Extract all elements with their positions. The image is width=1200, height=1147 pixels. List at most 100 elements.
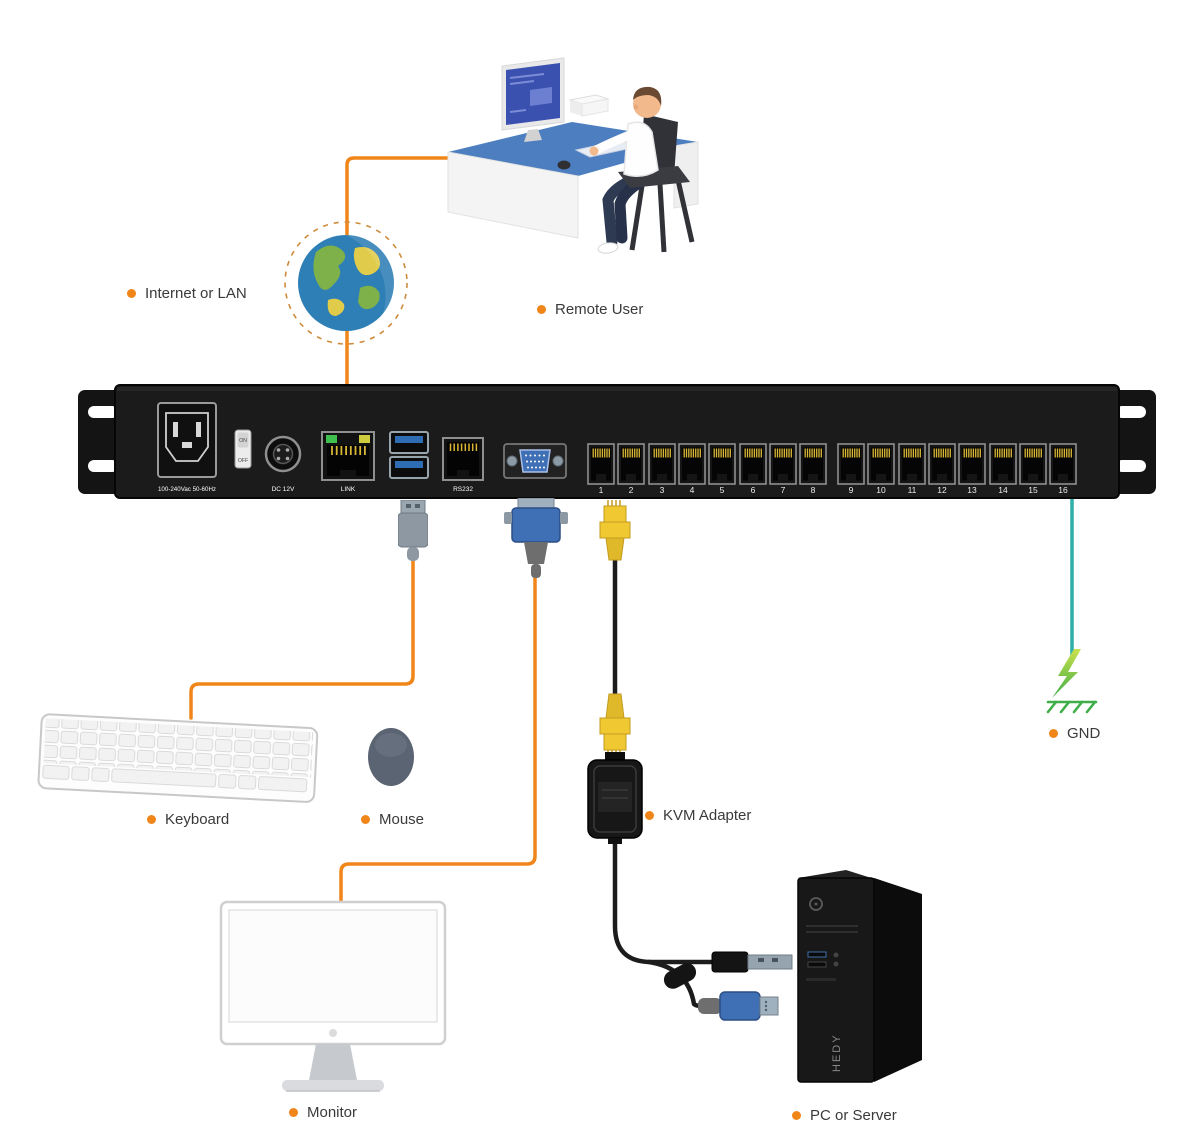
port-number: 12 [937,485,947,495]
bullet-icon [537,305,546,314]
bullet-icon [645,811,654,820]
cable-usb-to-keyboard [189,550,415,720]
rj45-plug-bottom-icon [599,693,631,757]
cable-vga-to-monitor [339,568,537,908]
link-led-yellow [359,435,370,443]
pc-brand-label: HEDY [831,1033,843,1072]
desk-device-icon [568,94,610,117]
port-number: 8 [811,485,816,495]
on-label: ON [239,438,247,444]
port-number: 10 [876,485,886,495]
label-text: Monitor [307,1104,358,1121]
cable-internet-to-device [345,156,460,394]
label-internet-or-lan: Internet or LAN [127,285,247,302]
mouse-illustration [368,728,414,786]
front-usb-port[interactable] [807,951,827,958]
label-text: Keyboard [165,811,230,828]
label-gnd: GND [1049,725,1100,742]
label-pc-or-server: PC or Server [792,1107,897,1124]
label-text: Remote User [555,301,644,318]
rj45-port[interactable] [648,443,676,485]
port-number: 14 [998,485,1008,495]
rj45-port[interactable] [837,443,865,485]
front-usb-port[interactable] [807,961,827,968]
rs232-port[interactable] [442,437,484,481]
dc-label: DC 12V [272,486,295,493]
off-label: OFF [238,458,248,464]
power-label: 100-240Vac 50-60Hz [158,486,216,493]
rj45-port[interactable] [1049,443,1077,485]
keyboard-illustration [37,713,319,803]
rj45-port[interactable] [898,443,926,485]
bullet-icon [289,1108,298,1117]
kvm-adapter-illustration [587,752,643,844]
power-button-icon[interactable] [809,897,823,911]
rj45-port[interactable] [739,443,767,485]
port-number: 7 [781,485,786,495]
vga-plug-to-pc-icon [698,991,779,1021]
port-number: 15 [1028,485,1038,495]
port-numbers: 1 2 3 4 5 6 7 8 9 10 11 12 13 14 15 16 [599,485,1068,495]
label-mouse: Mouse [361,811,424,828]
port-number: 3 [660,485,665,495]
link-led-green [326,435,337,443]
vga-port[interactable] [503,443,567,479]
rj45-port[interactable] [1019,443,1047,485]
usb-ports[interactable] [389,431,429,479]
rj45-port[interactable] [678,443,706,485]
bullet-icon [792,1111,801,1120]
port-number: 16 [1058,485,1068,495]
rj45-plug-top-icon [599,500,631,561]
lightning-bolt-icon [1052,649,1081,698]
usb-plug-to-pc-icon [711,951,793,973]
label-text: KVM Adapter [663,807,752,824]
label-text: Mouse [379,811,425,828]
label-kvm-adapter: KVM Adapter [645,807,751,824]
monitor-illustration [219,900,447,1092]
rj45-port[interactable] [769,443,797,485]
rj45-port[interactable] [989,443,1017,485]
usb-plug-icon [398,500,428,561]
internet-globe-icon [284,221,408,345]
rj45-port[interactable] [799,443,827,485]
power-inlet [157,402,217,478]
port-number: 1 [599,485,604,495]
rj45-port[interactable] [958,443,986,485]
port-number: 9 [849,485,854,495]
kvm-switch-device: 100-240Vac 50-60Hz ON OFF DC 12V [78,384,1156,499]
link-label: LINK [341,486,356,493]
rj45-port[interactable] [928,443,956,485]
port-number: 4 [690,485,695,495]
desk [447,122,699,239]
bullet-icon [147,815,156,824]
port-number: 13 [967,485,977,495]
bullet-icon [127,289,136,298]
ground-symbol-icon [1046,649,1098,714]
power-switch[interactable]: ON OFF [234,429,252,469]
rj45-port[interactable] [867,443,895,485]
pc-connectors [663,951,793,1021]
dc-jack [264,435,302,473]
person [589,86,690,254]
pc-tower-illustration: HEDY [797,870,922,1083]
port-number: 5 [720,485,725,495]
ferrite-bead [663,963,697,989]
label-text: Internet or LAN [145,285,247,302]
desk-monitor-icon [501,57,565,142]
desk-mouse-icon [557,160,571,170]
rs232-label: RS232 [453,486,473,493]
rj45-port[interactable] [587,443,615,485]
port-number: 11 [908,485,917,495]
rj45-port[interactable] [617,443,645,485]
bullet-icon [361,815,370,824]
rj45-port[interactable] [708,443,736,485]
link-port[interactable] [321,431,375,481]
port-number: 2 [629,485,634,495]
label-text: GND [1067,725,1101,742]
vga-plug-icon [504,498,568,578]
remote-user-illustration [447,57,699,254]
label-text: PC or Server [810,1107,897,1124]
bullet-icon [1049,729,1058,738]
